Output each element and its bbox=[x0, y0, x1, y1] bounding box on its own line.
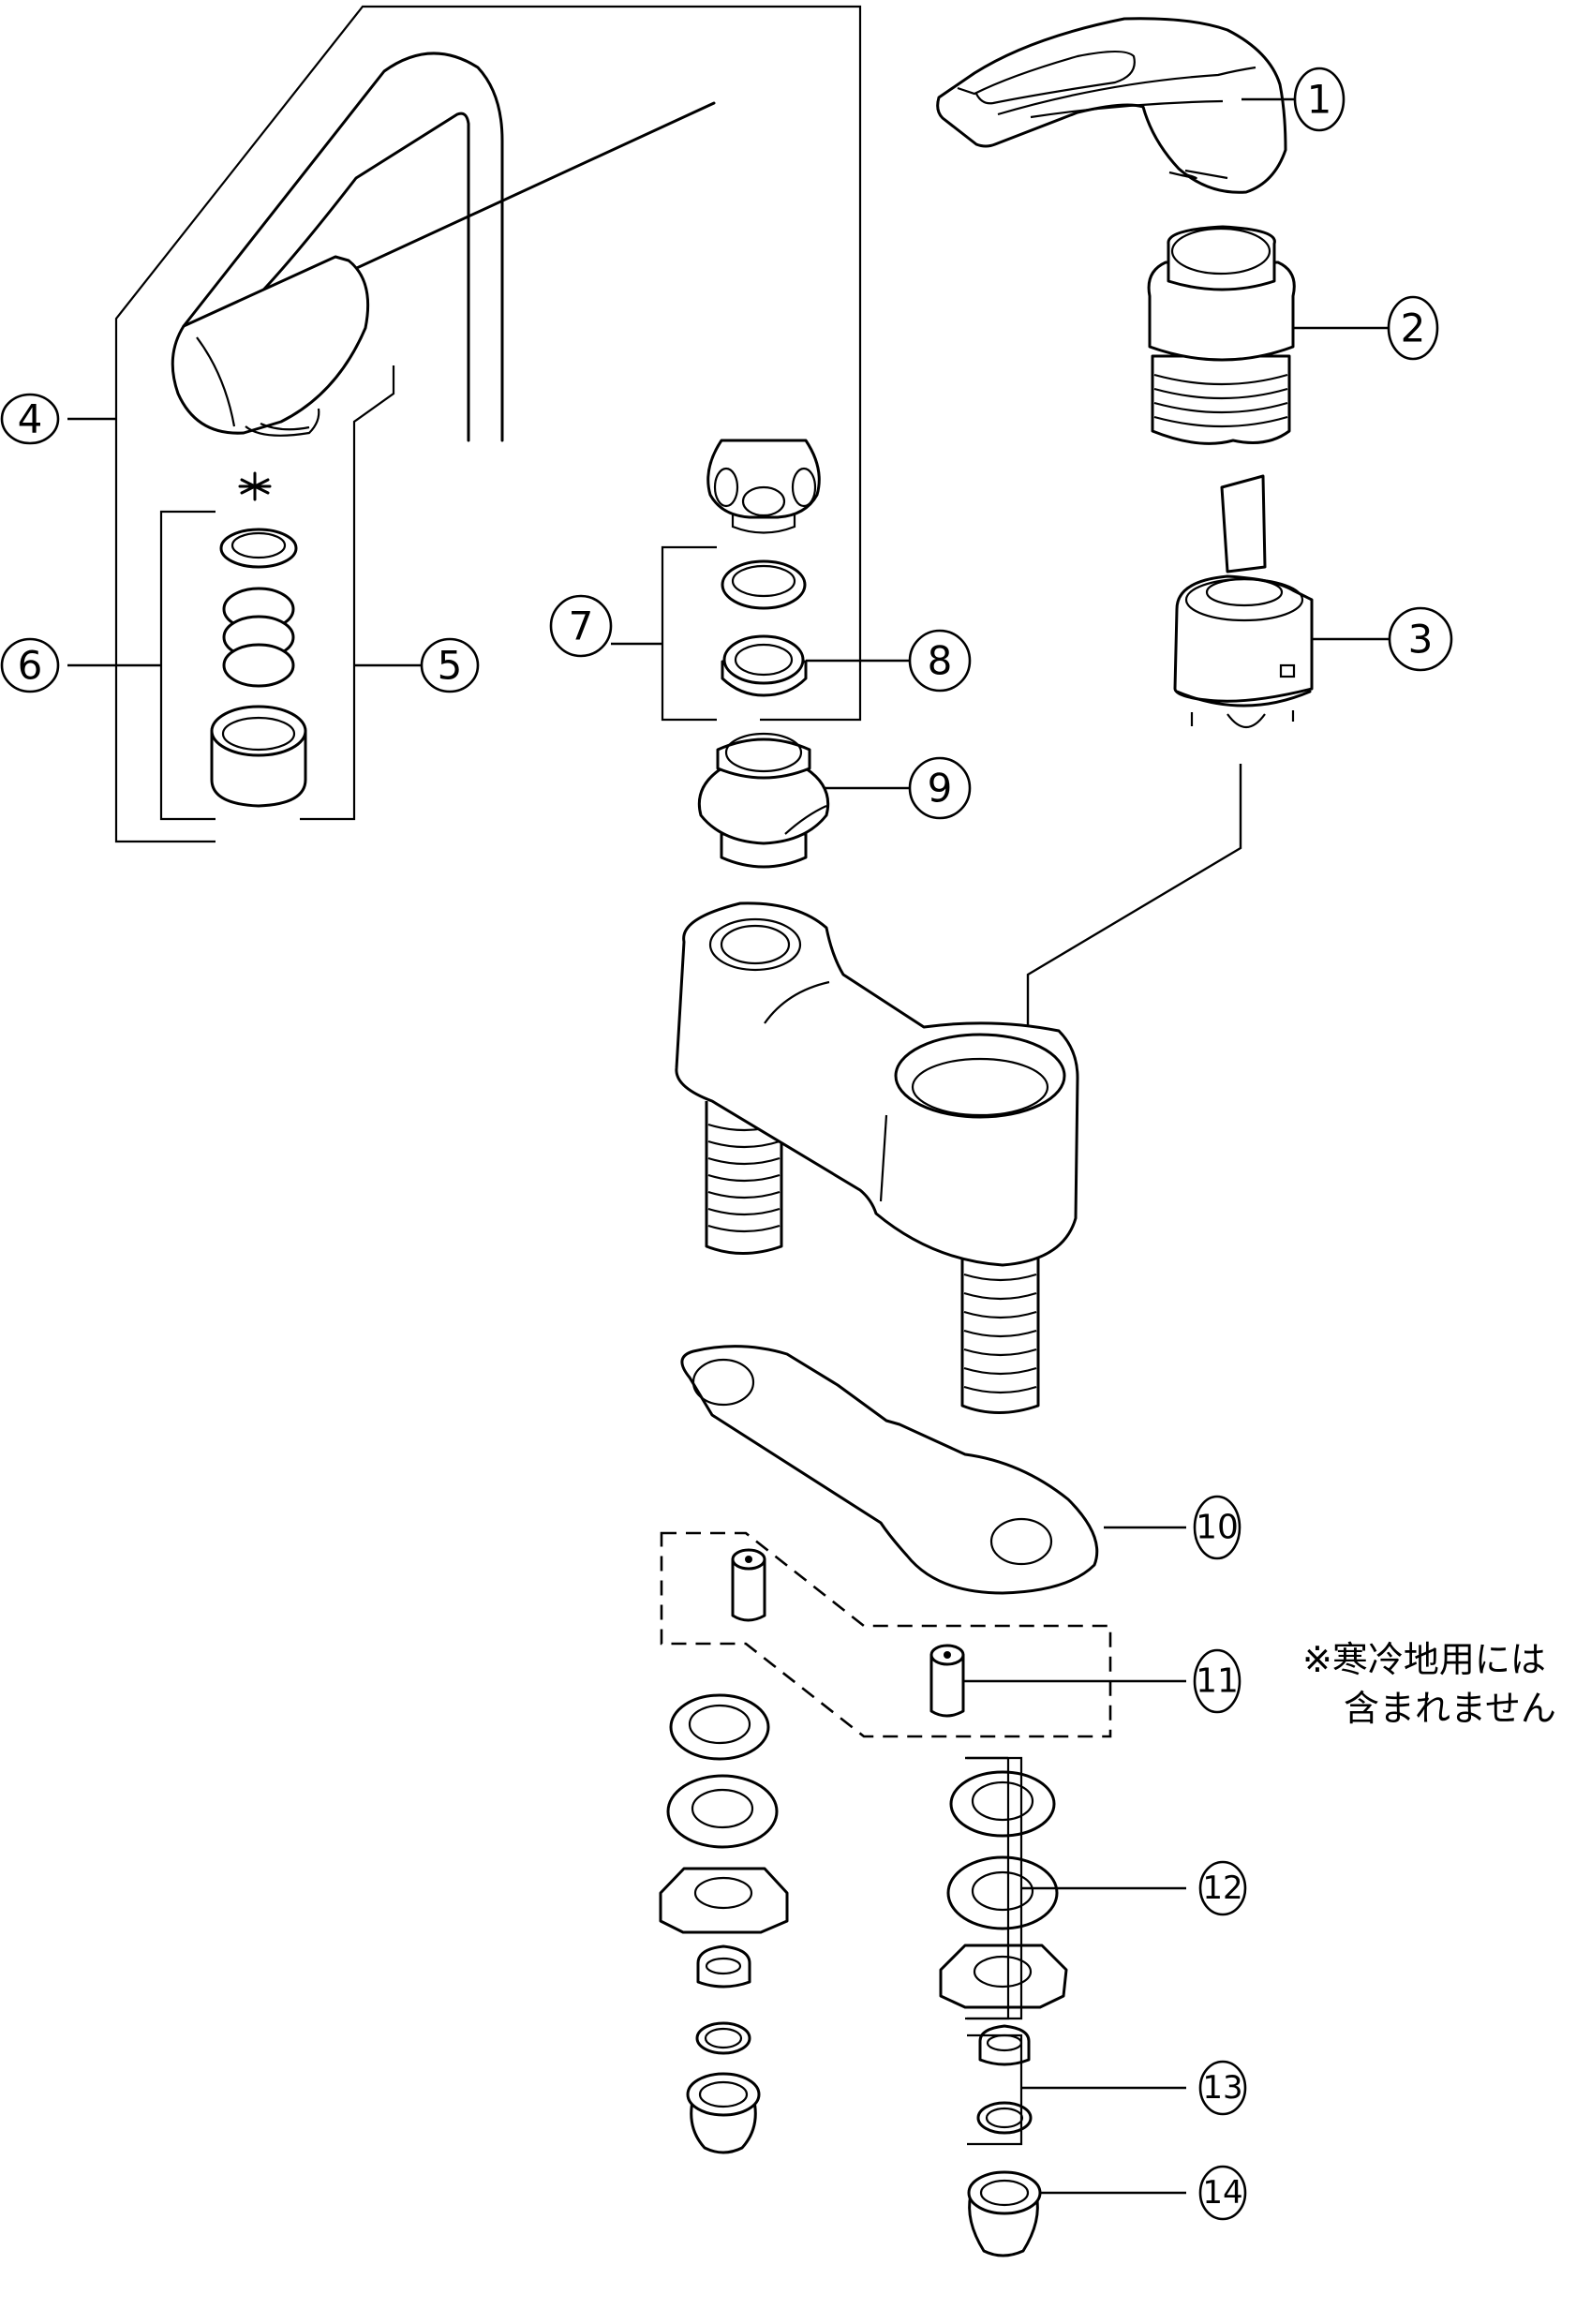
callout-number-1: 1 bbox=[1307, 77, 1332, 123]
callout-2: 2 bbox=[1387, 295, 1439, 361]
callout-4: 4 bbox=[0, 393, 60, 445]
cold-region-note: ※寒冷地用には 含まれません bbox=[1302, 1635, 1556, 1733]
note-line-1: ※寒冷地用には bbox=[1302, 1639, 1546, 1680]
lever-handle-part bbox=[936, 17, 1295, 194]
cartridge-cap-part bbox=[1147, 225, 1389, 445]
faucet-body bbox=[675, 901, 1079, 1414]
callout-number-2: 2 bbox=[1401, 305, 1426, 351]
callout-number-9: 9 bbox=[928, 766, 953, 812]
callout-number-6: 6 bbox=[18, 643, 43, 689]
valve-cartridge-part bbox=[1026, 474, 1389, 1073]
mounting-plate-part bbox=[680, 1345, 1186, 1595]
callout-number-4: 4 bbox=[18, 396, 43, 442]
callout-5: 5 bbox=[420, 637, 480, 693]
callout-12: 12 bbox=[1198, 1860, 1247, 1916]
callout-number-11: 11 bbox=[1196, 1662, 1239, 1701]
callout-number-8: 8 bbox=[928, 638, 953, 684]
callout-9: 9 bbox=[908, 756, 972, 820]
right-fitting-stack bbox=[939, 1756, 1186, 2257]
callout-7: 7 bbox=[549, 594, 613, 658]
callout-3: 3 bbox=[1388, 606, 1453, 672]
check-valve-parts bbox=[660, 1531, 1186, 1738]
mesh-screens bbox=[222, 587, 295, 688]
callout-1: 1 bbox=[1293, 67, 1346, 132]
spout-seal-parts bbox=[611, 545, 909, 869]
aerator-parts bbox=[67, 365, 422, 821]
callout-number-5: 5 bbox=[438, 643, 463, 689]
callout-number-13: 13 bbox=[1202, 2069, 1242, 2107]
callout-11: 11 bbox=[1193, 1648, 1241, 1714]
callout-13: 13 bbox=[1198, 2060, 1247, 2116]
callout-number-3: 3 bbox=[1408, 617, 1434, 663]
callout-8: 8 bbox=[908, 629, 972, 693]
left-fitting-stack bbox=[659, 1693, 789, 2154]
callout-number-10: 10 bbox=[1196, 1509, 1239, 1547]
callout-number-14: 14 bbox=[1202, 2174, 1242, 2212]
callout-6: 6 bbox=[0, 637, 60, 693]
callout-10: 10 bbox=[1193, 1495, 1241, 1560]
spout-part bbox=[114, 5, 862, 843]
callout-number-7: 7 bbox=[569, 603, 594, 649]
callout-14: 14 bbox=[1198, 2165, 1247, 2221]
note-line-2: 含まれません bbox=[1344, 1688, 1556, 1729]
callout-number-12: 12 bbox=[1202, 1870, 1242, 1907]
